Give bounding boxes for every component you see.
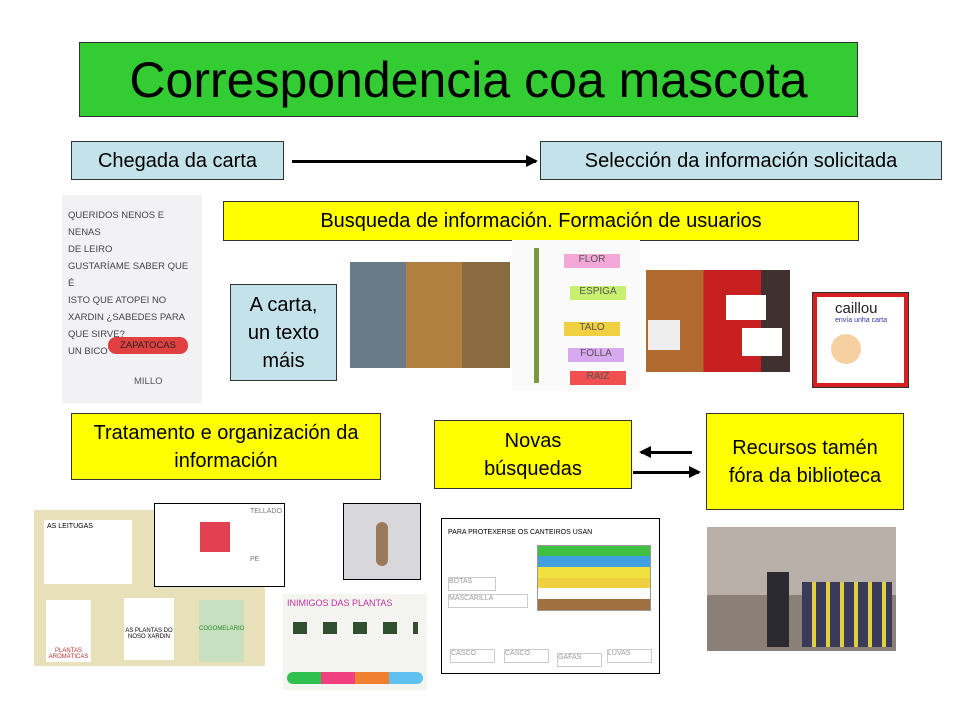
letter-image: QUERIDOS NENOS E NENAS DE LEIRO GUSTARÍA… [62, 195, 202, 403]
plant-drawing: FLOR ESPIGA TALO FOLLA RAIZ [512, 240, 640, 390]
new-searches-box: Novas búsquedas [434, 420, 632, 489]
construction-visit-photo [707, 527, 896, 651]
moth-photo [343, 503, 421, 580]
letter-line: DE LEIRO [68, 244, 113, 255]
pests-poster: INIMIGOS DAS PLANTAS [283, 594, 427, 690]
arrow-left [639, 446, 692, 458]
worksheet-answer: GAFAS [557, 653, 602, 667]
arrow-right [292, 155, 538, 167]
processing-box: Tratamento e organización da información [71, 413, 381, 480]
worksheet-heading: PARA PROTEXERSE OS CANTEIROS USAN [448, 529, 593, 536]
arrival-box: Chegada da carta [71, 141, 284, 180]
worksheet-answer: CASCO [450, 649, 495, 663]
plant-label: TALO [564, 322, 620, 336]
plant-label: RAIZ [570, 371, 626, 385]
selection-box: Selección da información solicitada [540, 141, 942, 180]
letter-line: QUERIDOS NENOS E NENAS [68, 210, 165, 238]
book: AS PLANTAS DO NOSO XARDIN [124, 598, 174, 660]
worksheet-image: PARA PROTEXERSE OS CANTEIROS USAN BOTAS … [441, 518, 660, 674]
student-books-photo: AS LEITUGAS PLANTAS AROMÁTICAS AS PLANTA… [34, 510, 265, 666]
resources-box: Recursos tamén fóra da biblioteca [706, 413, 904, 510]
book-subtitle: envía unha carta [835, 317, 888, 324]
plant-label: ESPIGA [570, 286, 626, 300]
worksheet-answer: LUVAS [607, 649, 652, 663]
book: AS LEITUGAS [44, 520, 132, 584]
horreo-label: TELLADO [250, 508, 282, 515]
caillou-book-cover: caillou envía unha carta [812, 292, 909, 388]
horreo-drawing: TELLADO PE [154, 503, 285, 587]
letter-line: XARDIN ¿SABEDES PARA [68, 312, 186, 323]
letter-caption: MILLO [134, 376, 163, 387]
plant-label: FOLLA [568, 348, 624, 362]
search-box: Busqueda de información. Formación de us… [223, 201, 859, 241]
letter-line: QUE SIRVE? [68, 329, 125, 340]
letter-line: UN BICO [68, 346, 108, 357]
letter-line: ISTO QUE ATOPEI NO [68, 295, 167, 306]
letter-line: GUSTARÍAME SABER QUE É [68, 261, 189, 289]
letter-text-box: A carta, un texto máis [230, 284, 337, 381]
worksheet-answer: MASCARILLA [448, 594, 528, 608]
arrow-right [633, 466, 701, 478]
children-letters-photo [646, 270, 790, 372]
slide-title: Correspondencia coa mascota [79, 42, 858, 117]
book-title: caillou [835, 300, 878, 317]
worksheet-answer: BOTAS [448, 577, 496, 591]
book: PLANTAS AROMÁTICAS [46, 600, 91, 662]
book: COGOMELARIO [199, 600, 244, 662]
poster-title: INIMIGOS DAS PLANTAS [287, 598, 393, 608]
worksheet-answer: CASCO [504, 649, 549, 663]
plant-label: FLOR [564, 254, 620, 268]
letter-signature: ZAPATOCAS [108, 337, 188, 354]
horreo-label: PE [250, 556, 260, 563]
library-photo [350, 262, 510, 368]
